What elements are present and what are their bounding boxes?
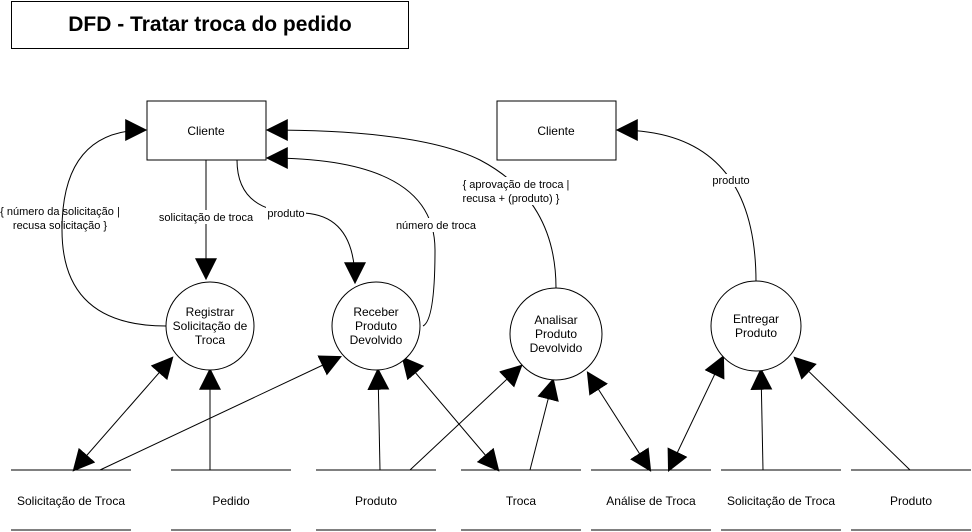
process-3-line-3: Devolvido xyxy=(530,341,583,355)
process-1-line-1: Registrar xyxy=(186,305,235,319)
label-numero-troca: número de troca xyxy=(396,220,477,232)
store-3-label: Produto xyxy=(355,494,397,508)
flow-store7-p4[interactable] xyxy=(793,356,911,471)
store-1-label: Solicitação de Troca xyxy=(17,494,125,508)
process-registrar-solicitacao[interactable]: Registrar Solicitação de Troca xyxy=(165,281,255,371)
process-analisar-produto[interactable]: Analisar Produto Devolvido xyxy=(509,287,603,381)
flow-store6-p4[interactable] xyxy=(750,367,773,471)
store-produto-2[interactable]: Produto xyxy=(851,469,971,531)
process-4-line-1: Entregar xyxy=(733,312,779,326)
flow-p2-store4[interactable] xyxy=(401,356,500,472)
process-receber-produto[interactable]: Receber Produto Devolvido xyxy=(331,281,421,371)
label-produto-entrega: produto xyxy=(712,175,749,187)
label-numero-solicitacao-2: recusa solicitação } xyxy=(13,220,107,232)
store-4-label: Troca xyxy=(506,494,537,508)
label-solicitacao-troca: solicitação de troca xyxy=(159,212,254,224)
flow-p3-store5[interactable] xyxy=(586,371,652,472)
store-pedido[interactable]: Pedido xyxy=(171,469,291,531)
flow-numero-solicitacao[interactable] xyxy=(61,119,167,327)
entity-cliente-1[interactable]: Cliente xyxy=(146,100,267,161)
store-produto-1[interactable]: Produto xyxy=(316,469,436,531)
store-solicitacao-troca-2[interactable]: Solicitação de Troca xyxy=(721,469,841,531)
diagram-title: DFD - Tratar troca do pedido xyxy=(11,1,409,49)
flow-produto-entrega[interactable] xyxy=(615,119,757,283)
flow-store3-p3[interactable] xyxy=(409,364,523,471)
store-troca[interactable]: Troca xyxy=(461,469,581,531)
label-produto: produto xyxy=(267,208,304,220)
process-4-line-2: Produto xyxy=(735,326,777,340)
entity-cliente-2[interactable]: Cliente xyxy=(496,100,617,161)
process-3-line-1: Analisar xyxy=(534,313,577,327)
store-solicitacao-troca-1[interactable]: Solicitação de Troca xyxy=(11,469,131,531)
process-1-line-2: Solicitação de xyxy=(173,319,248,333)
process-entregar-produto[interactable]: Entregar Produto xyxy=(710,280,802,372)
entity-cliente-2-label: Cliente xyxy=(537,124,575,138)
flow-store4-p3[interactable] xyxy=(529,377,559,471)
store-7-label: Produto xyxy=(890,494,932,508)
flow-store1-p2[interactable] xyxy=(99,355,342,471)
store-2-label: Pedido xyxy=(212,494,250,508)
flow-store5-p4[interactable] xyxy=(667,355,725,472)
label-aprovacao-2: recusa + (produto) } xyxy=(463,193,560,205)
label-aprovacao-1: { aprovação de troca | xyxy=(463,179,570,191)
store-6-label: Solicitação de Troca xyxy=(727,494,835,508)
flow-aprovacao[interactable] xyxy=(265,119,557,289)
entity-cliente-1-label: Cliente xyxy=(187,124,225,138)
process-3-line-2: Produto xyxy=(535,327,577,341)
process-2-line-2: Produto xyxy=(355,319,397,333)
flow-store3-p2[interactable] xyxy=(367,367,390,471)
process-1-line-3: Troca xyxy=(195,333,226,347)
store-analise-troca[interactable]: Análise de Troca xyxy=(591,469,711,531)
flow-store1-p1[interactable] xyxy=(72,356,174,472)
process-2-line-3: Devolvido xyxy=(350,333,403,347)
label-numero-solicitacao-1: { número da solicitação | xyxy=(0,206,120,218)
process-2-line-1: Receber xyxy=(353,305,398,319)
store-5-label: Análise de Troca xyxy=(606,494,696,508)
